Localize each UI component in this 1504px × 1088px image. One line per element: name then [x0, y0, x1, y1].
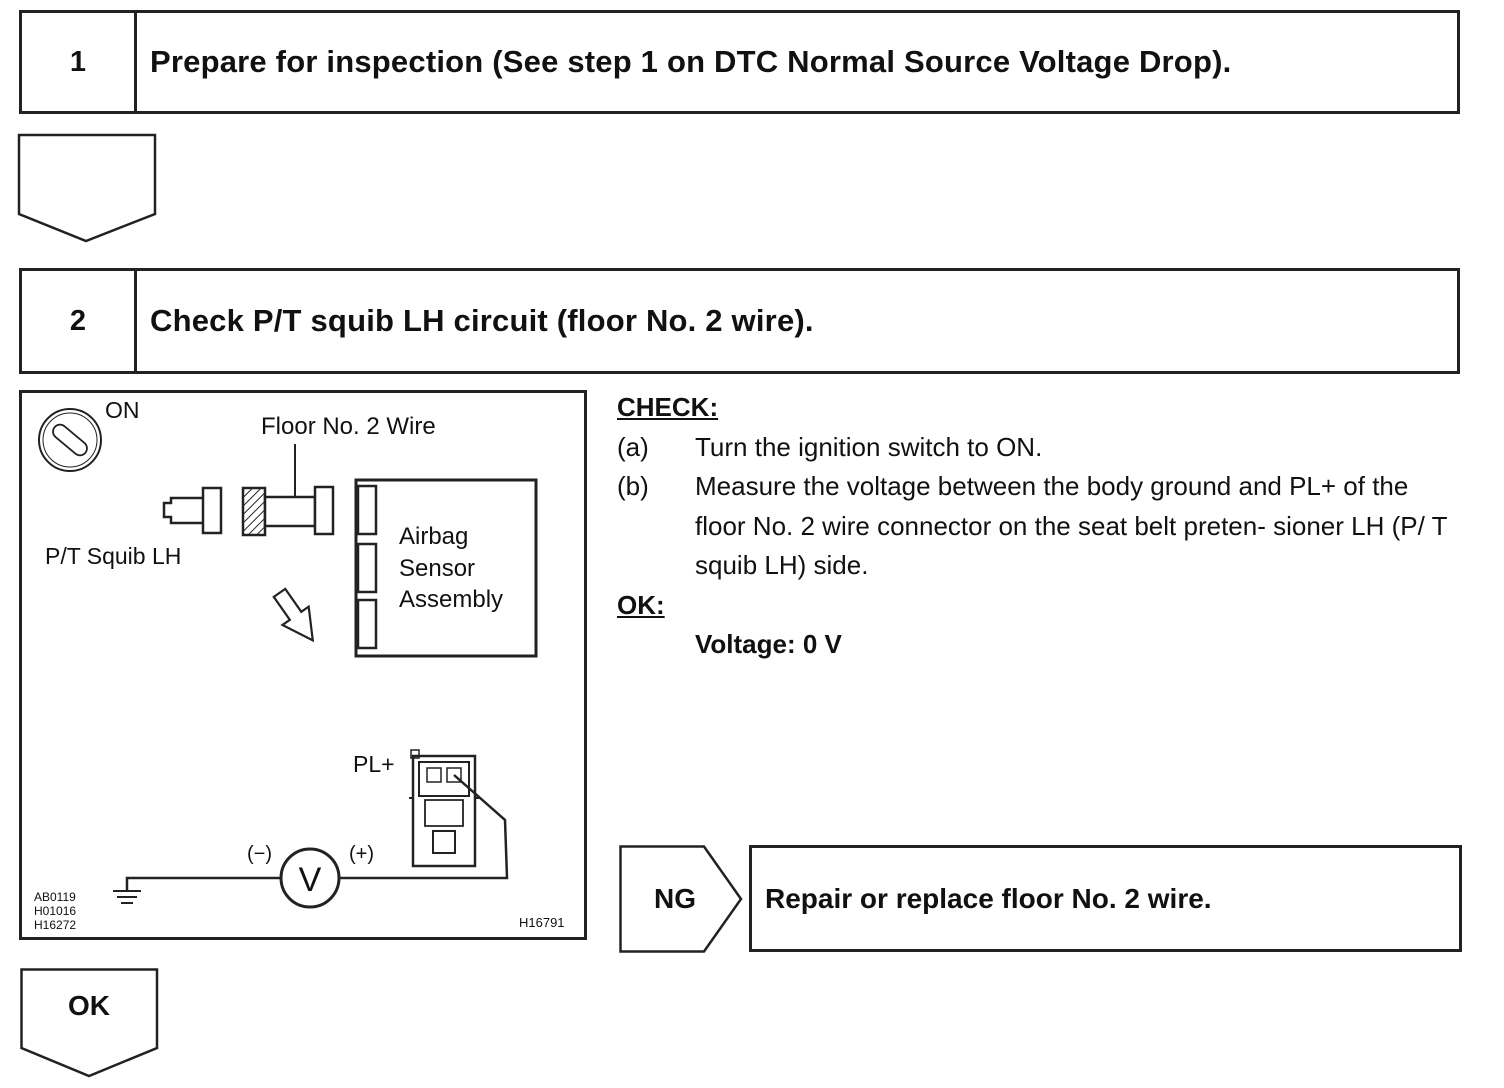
check-instructions: CHECK: (a) Turn the ignition switch to O… [617, 388, 1477, 665]
ignition-on-label: ON [105, 397, 140, 423]
ok-heading: OK: [617, 589, 665, 620]
ref-code-1: AB0119 [34, 890, 76, 904]
voltmeter-neg-label: (−) [247, 843, 272, 865]
floor-wire-label: Floor No. 2 Wire [261, 413, 436, 440]
squib-label: P/T Squib LH [45, 543, 181, 569]
check-item-a: (a) Turn the ignition switch to ON. [617, 428, 1477, 468]
check-item-b-text: Measure the voltage between the body gro… [695, 471, 1447, 580]
sensor-label-line1: Airbag [399, 523, 468, 550]
ng-tag: NG [619, 845, 744, 953]
floor-wire-connector [241, 485, 335, 537]
ground-symbol-icon [113, 890, 141, 904]
ng-arrow-icon [619, 845, 743, 953]
check-heading: CHECK: [617, 392, 719, 422]
sensor-label-line3: Assembly [399, 586, 503, 613]
ok-down-arrow-icon [20, 968, 159, 1078]
squib-connector [162, 486, 223, 535]
sensor-label-line2: Sensor [399, 555, 475, 582]
step-2-number: 2 [22, 271, 137, 371]
check-item-a-label: (a) [617, 431, 649, 462]
wiring-diagram: ON Floor No. 2 Wire P/T Squib LH [19, 390, 587, 940]
check-item-b-label: (b) [617, 471, 649, 501]
figure-id: H16791 [519, 915, 565, 930]
ok-label: OK [68, 990, 110, 1021]
view-direction-arrow-icon [272, 587, 315, 643]
step-2-header: 2 Check P/T squib LH circuit (floor No. … [19, 268, 1460, 374]
airbag-sensor-assembly [354, 478, 538, 658]
flow-down-arrow-icon [17, 133, 157, 243]
ref-code-3: H16272 [34, 918, 76, 932]
step-1-header: 1 Prepare for inspection (See step 1 on … [19, 10, 1460, 114]
check-item-b: (b) Measure the voltage between the body… [617, 467, 1477, 586]
ng-label: NG [654, 883, 696, 914]
pl-plus-label: PL+ [353, 751, 395, 777]
step-1-number: 1 [22, 13, 137, 111]
ok-value: Voltage: 0 V [695, 629, 842, 659]
ref-code-2: H01016 [34, 904, 76, 918]
step-1-title: Prepare for inspection (See step 1 on DT… [150, 44, 1232, 79]
ng-action-box: Repair or replace floor No. 2 wire. [749, 845, 1462, 952]
voltmeter-pos-label: (+) [349, 843, 374, 865]
pl-plus-connector [409, 749, 479, 868]
check-item-a-text: Turn the ignition switch to ON. [695, 431, 1043, 462]
ignition-switch-icon [38, 408, 102, 472]
step-2-title: Check P/T squib LH circuit (floor No. 2 … [150, 303, 814, 338]
voltmeter-symbol: V [299, 861, 322, 899]
